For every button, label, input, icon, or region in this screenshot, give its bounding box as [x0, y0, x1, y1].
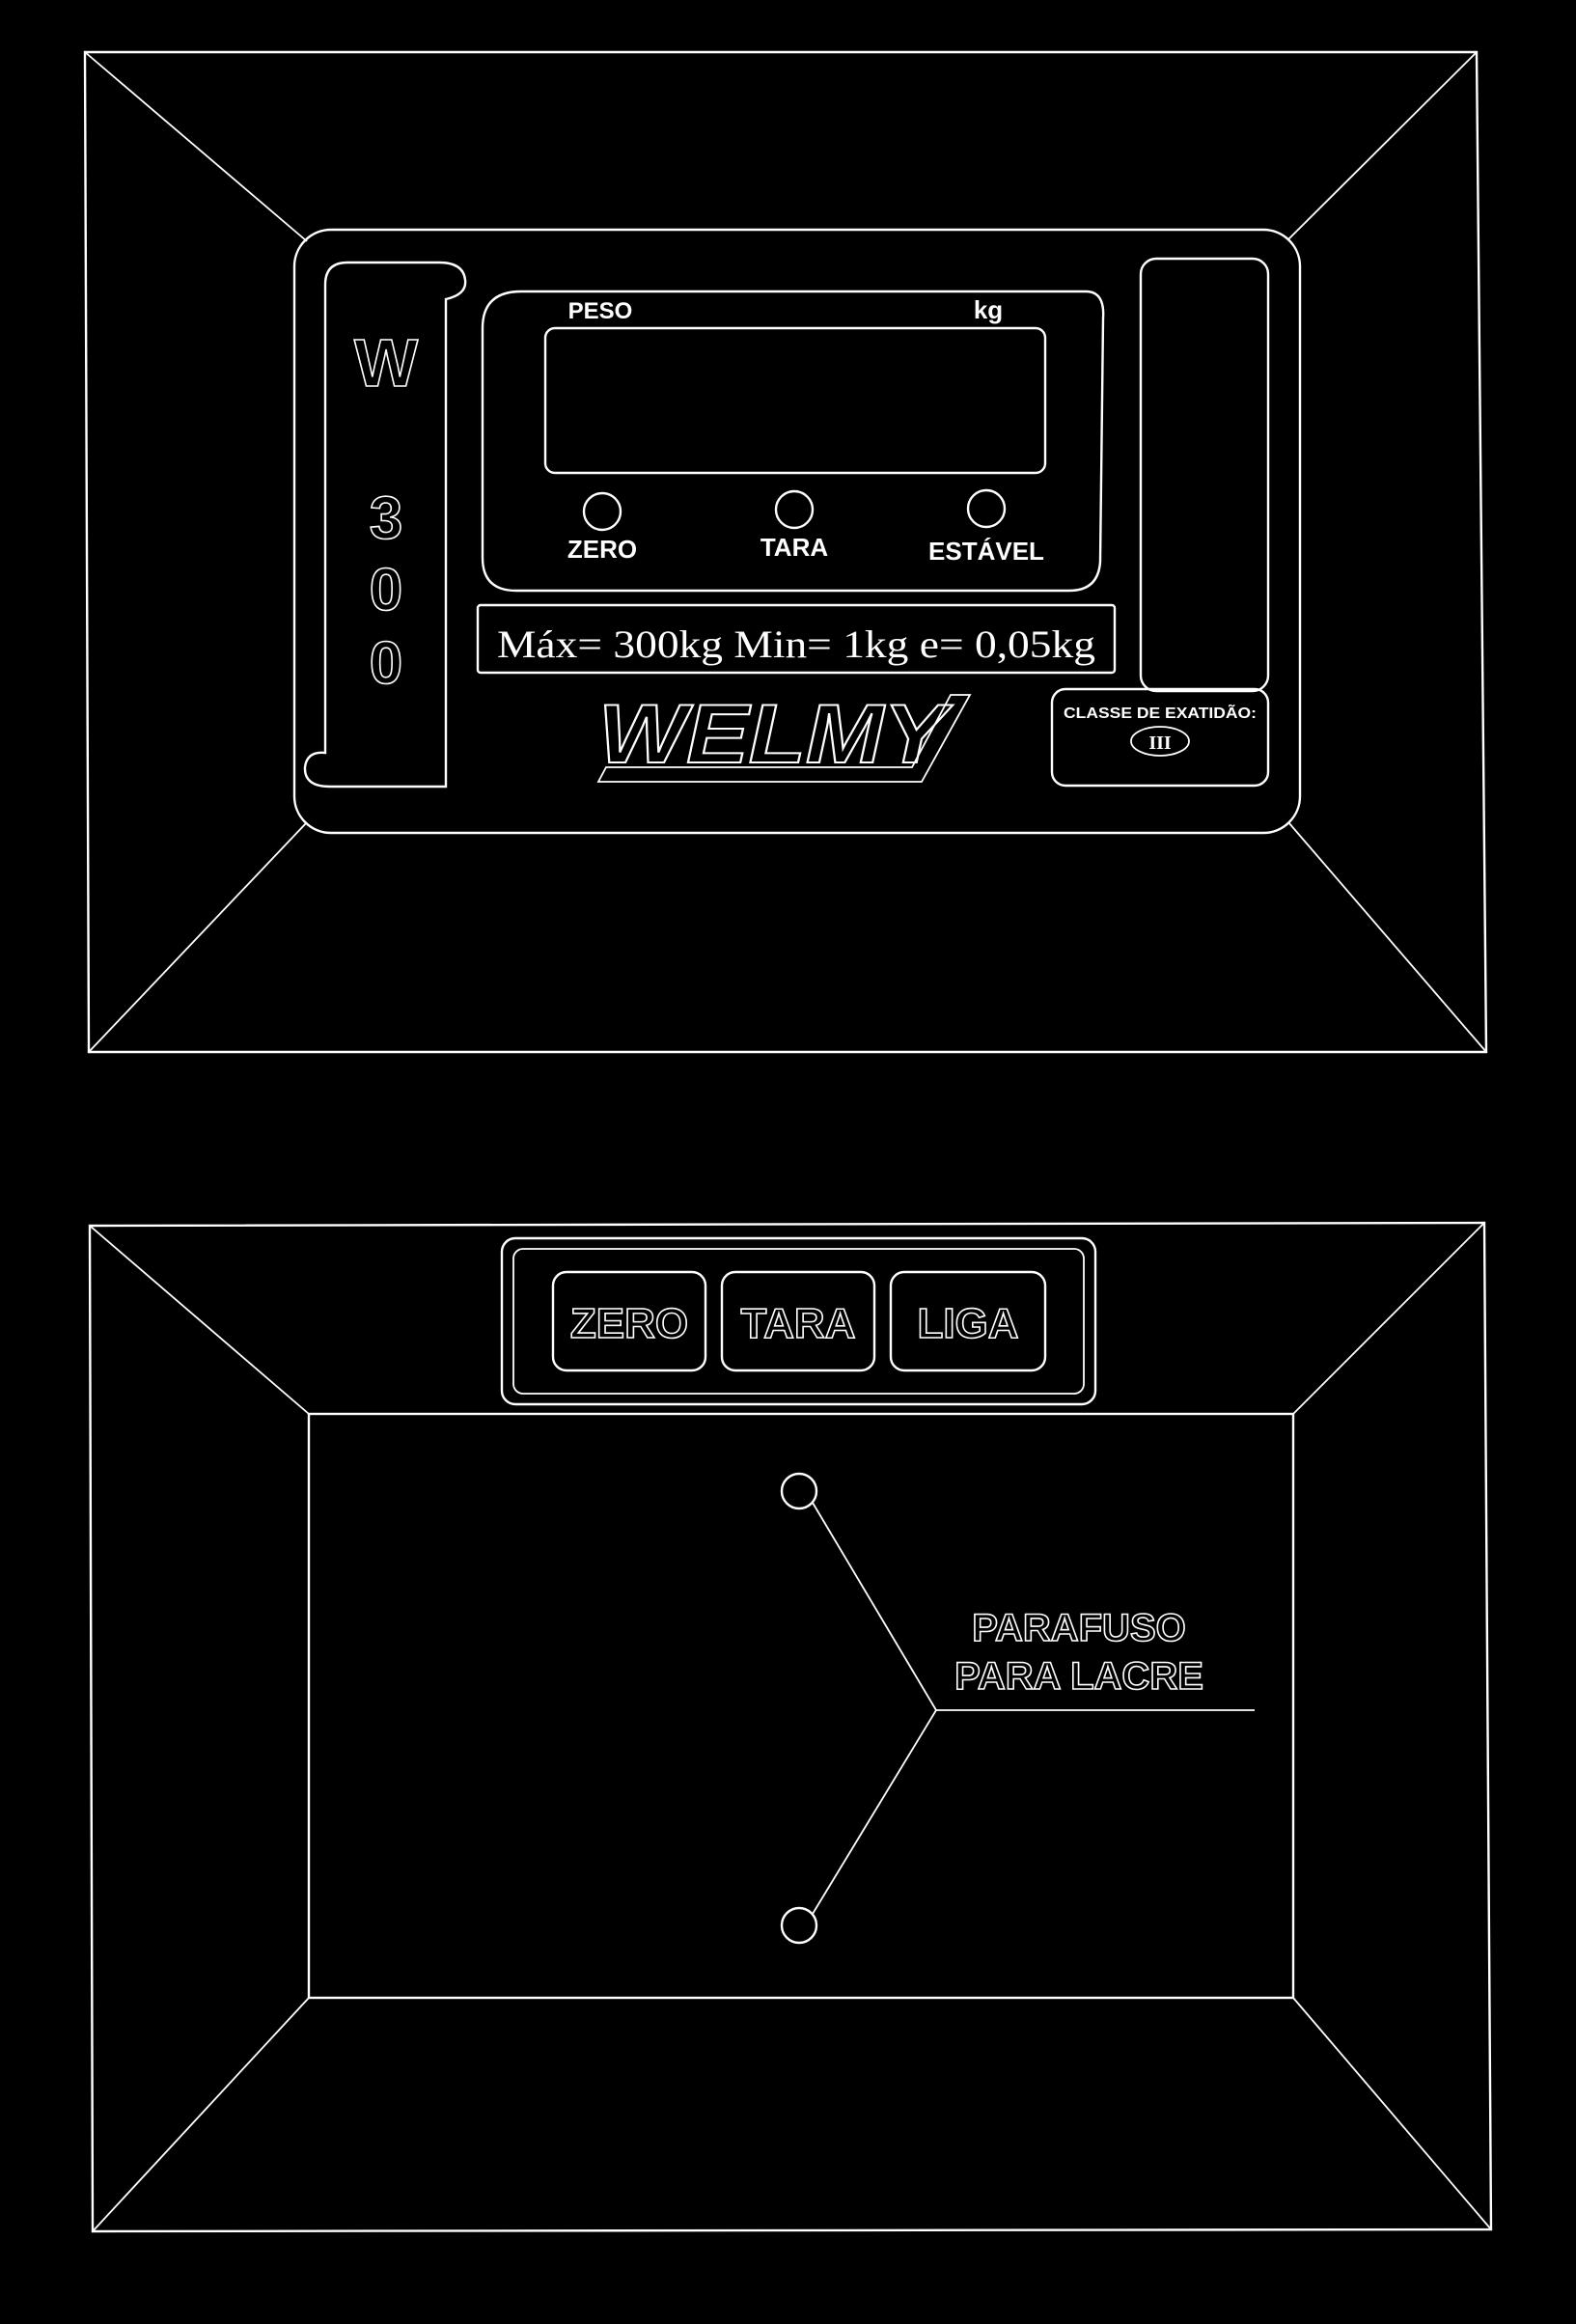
accuracy-class-badge	[1130, 726, 1190, 757]
front-corner-line-br	[1287, 821, 1487, 1053]
front-corner-line-tr	[1287, 51, 1478, 240]
brand-logo-text: WELMY	[598, 688, 953, 781]
button-panel-outer	[500, 1236, 1097, 1406]
model-strip	[303, 261, 467, 788]
model-digit-2: 0	[370, 557, 402, 623]
seal-screw-top	[780, 1472, 818, 1510]
zero-button-frame[interactable]	[551, 1270, 707, 1372]
tara-button-label: TARA	[741, 1300, 856, 1347]
back-corner-line-bl	[92, 1997, 310, 2232]
weight-label: PESO	[568, 298, 633, 324]
callout-line-1: PARAFUSO	[972, 1607, 1185, 1649]
button-panel-inner	[512, 1248, 1085, 1395]
front-inner-panel	[292, 228, 1302, 835]
zero-button-label: ZERO	[570, 1300, 688, 1347]
tara-indicator-label: TARA	[760, 533, 829, 562]
back-view: ZERO TARA LIGA PARAFUSO PARA LACRE	[88, 1221, 1493, 2233]
brand-logo: WELMY	[596, 687, 972, 783]
back-corner-line-tl	[89, 1225, 310, 1415]
liga-button-frame[interactable]	[889, 1270, 1047, 1372]
brand-logo-swoosh	[596, 694, 972, 783]
front-corner-line-bl	[88, 821, 308, 1053]
tara-button-frame[interactable]	[720, 1270, 876, 1372]
model-letter: W	[354, 325, 418, 401]
display-housing	[481, 290, 1105, 593]
seal-screw-bottom	[780, 1906, 818, 1945]
capacity-plate-text: Máx= 300kg Min= 1kg e= 0,05kg	[497, 622, 1095, 666]
back-outer-frame	[88, 1221, 1493, 2233]
tara-button[interactable]: TARA	[720, 1270, 876, 1372]
estavel-indicator-lamp	[966, 488, 1007, 529]
zero-indicator-label: ZERO	[567, 535, 637, 564]
estavel-indicator-label: ESTÁVEL	[928, 537, 1044, 566]
leader-line-top	[812, 1502, 937, 1711]
leader-line-bottom	[812, 1709, 937, 1915]
accuracy-class-label: CLASSE DE EXATIDÃO:	[1064, 703, 1257, 722]
unit-label: kg	[974, 295, 1003, 324]
model-digit-3: 0	[370, 630, 402, 697]
zero-button[interactable]: ZERO	[551, 1270, 707, 1372]
callout-line-2: PARA LACRE	[954, 1655, 1203, 1698]
accuracy-class-value: III	[1148, 733, 1172, 754]
right-strip	[1139, 257, 1270, 693]
front-view: W 3 0 0 PESO kg ZERO TARA ESTÁVEL Máx= 3…	[83, 50, 1488, 1054]
tara-indicator-lamp	[774, 489, 815, 530]
capacity-plate-frame	[476, 603, 1117, 675]
back-inner-panel	[307, 1412, 1295, 2000]
weight-display-window	[543, 326, 1047, 475]
front-corner-line-tl	[84, 51, 308, 242]
liga-button[interactable]: LIGA	[889, 1270, 1047, 1372]
liga-button-label: LIGA	[917, 1300, 1018, 1347]
model-digit-1: 3	[370, 485, 402, 552]
accuracy-class-box	[1050, 687, 1270, 788]
back-corner-line-br	[1292, 1997, 1492, 2230]
back-corner-line-tr	[1292, 1222, 1485, 1415]
zero-indicator-lamp	[582, 491, 622, 532]
